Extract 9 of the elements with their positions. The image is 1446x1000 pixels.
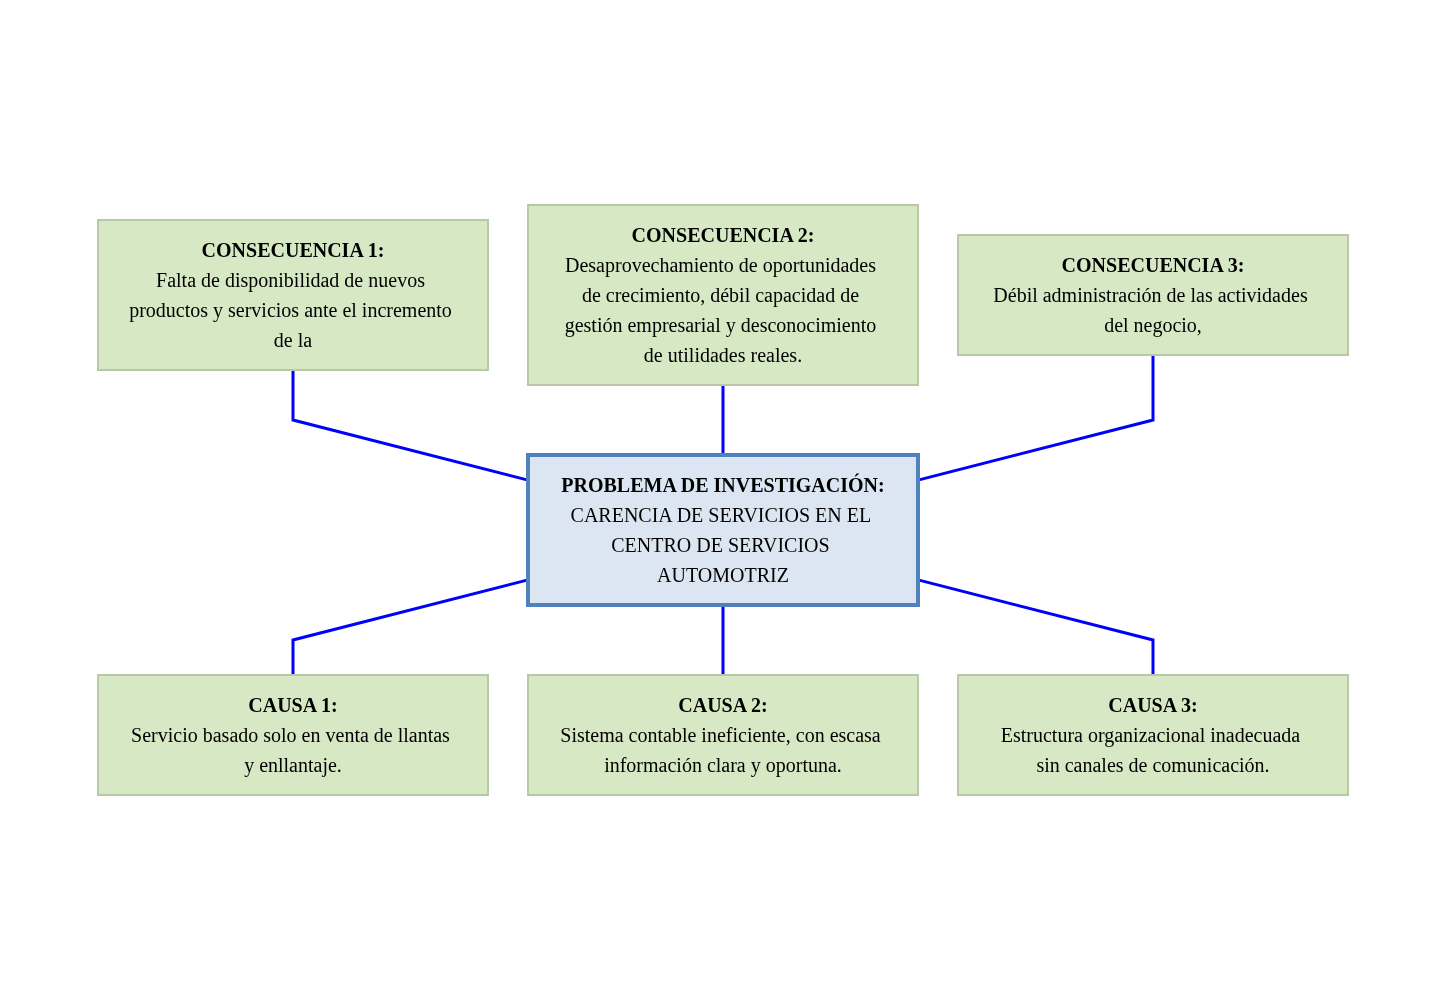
node-box: CONSECUENCIA 1: Falta de disponibilidad de nuevos productos y servicios ante el incremento de la: [97, 219, 489, 371]
node-box: CAUSA 1: Servicio basado solo en venta de llantas y enllantaje.: [97, 674, 489, 796]
node-box: CAUSA 3: Estructura organizacional inadecuada sin canales de comunicación.: [957, 674, 1349, 796]
connector: [721, 385, 725, 455]
node-box: CONSECUENCIA 2: Desaprovechamiento de oportunidades de crecimiento, débil capacidad de gestión empresarial y desconocimiento de utilidades reales.: [527, 204, 919, 386]
node-box: CONSECUENCIA 3: Débil administración de las actividades del negocio,: [957, 234, 1349, 356]
connector: [721, 605, 725, 675]
node-box: PROBLEMA DE INVESTIGACIÓN: CARENCIA DE SERVICIOS EN EL CENTRO DE SERVICIOS AUTOMOTRIZ: [526, 453, 920, 607]
node-box: CAUSA 2: Sistema contable ineficiente, con escasa información clara y oportuna.: [527, 674, 919, 796]
